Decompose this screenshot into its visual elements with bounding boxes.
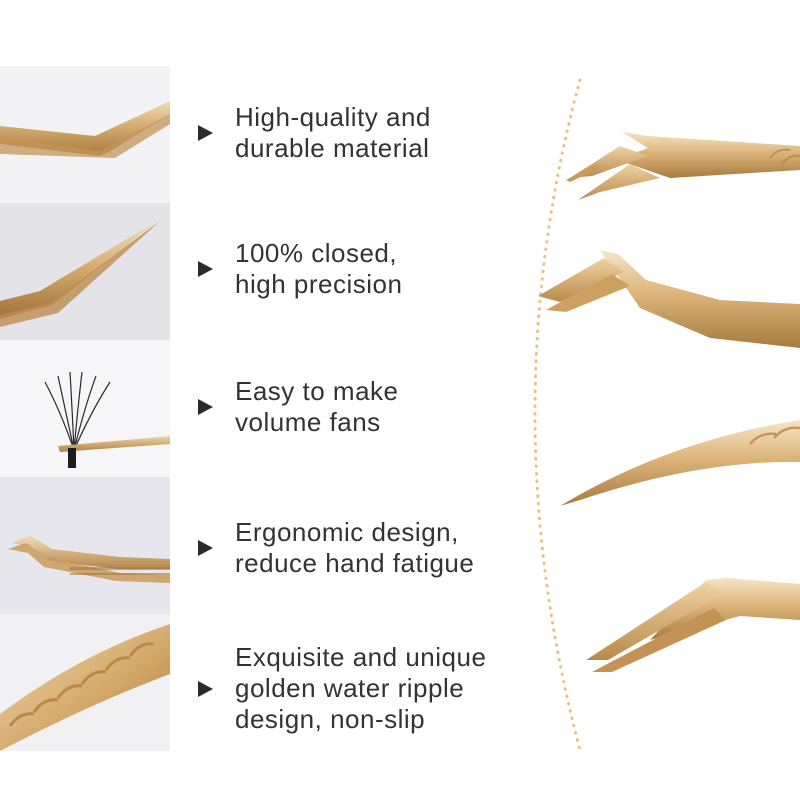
tweezer-tip-4	[586, 578, 800, 672]
thumbnail-ripple-grip	[0, 614, 170, 751]
play-bullet-icon	[198, 680, 213, 697]
feature-line: durable material	[235, 133, 430, 163]
feature-line: Easy to make	[235, 376, 399, 406]
tweezer-tip-3	[560, 420, 800, 506]
feature-text: 100% closed, high precision	[235, 238, 402, 300]
feature-line: High-quality and	[235, 102, 431, 132]
feature-text: High-quality and durable material	[235, 102, 431, 164]
dotted-arc	[533, 78, 582, 752]
thumbnail-tweezer-closed-tip	[0, 203, 170, 340]
feature-text: Exquisite and unique golden water ripple…	[235, 642, 486, 735]
thumbnail-tweezer-side	[0, 477, 170, 614]
feature-text: Easy to make volume fans	[235, 376, 399, 438]
play-bullet-icon	[198, 540, 213, 556]
play-bullet-icon	[198, 125, 213, 141]
play-bullet-icon	[198, 399, 213, 415]
feature-row-volume-fans: Easy to make volume fans	[198, 376, 518, 438]
tweezer-tip-2	[538, 250, 800, 348]
feature-line: volume fans	[235, 407, 381, 437]
play-bullet-icon	[198, 261, 213, 277]
feature-line: reduce hand fatigue	[235, 548, 475, 578]
feature-row-precision: 100% closed, high precision	[198, 238, 518, 300]
feature-line: design, non-slip	[235, 704, 426, 734]
feature-text: Ergonomic design, reduce hand fatigue	[235, 517, 474, 579]
feature-row-ergonomic: Ergonomic design, reduce hand fatigue	[198, 517, 518, 579]
feature-row-material: High-quality and durable material	[198, 102, 518, 164]
feature-line: high precision	[235, 269, 403, 299]
tweezer-tip-1	[566, 132, 800, 200]
feature-line: golden water ripple	[235, 673, 465, 703]
feature-line: Ergonomic design,	[235, 517, 459, 547]
feature-row-ripple-design: Exquisite and unique golden water ripple…	[198, 642, 518, 735]
feature-line: 100% closed,	[235, 238, 398, 268]
feature-line: Exquisite and unique	[235, 642, 487, 672]
thumbnail-volume-fan	[0, 340, 170, 477]
thumbnail-tweezer-tip	[0, 66, 170, 203]
tweezer-showcase	[500, 60, 800, 760]
